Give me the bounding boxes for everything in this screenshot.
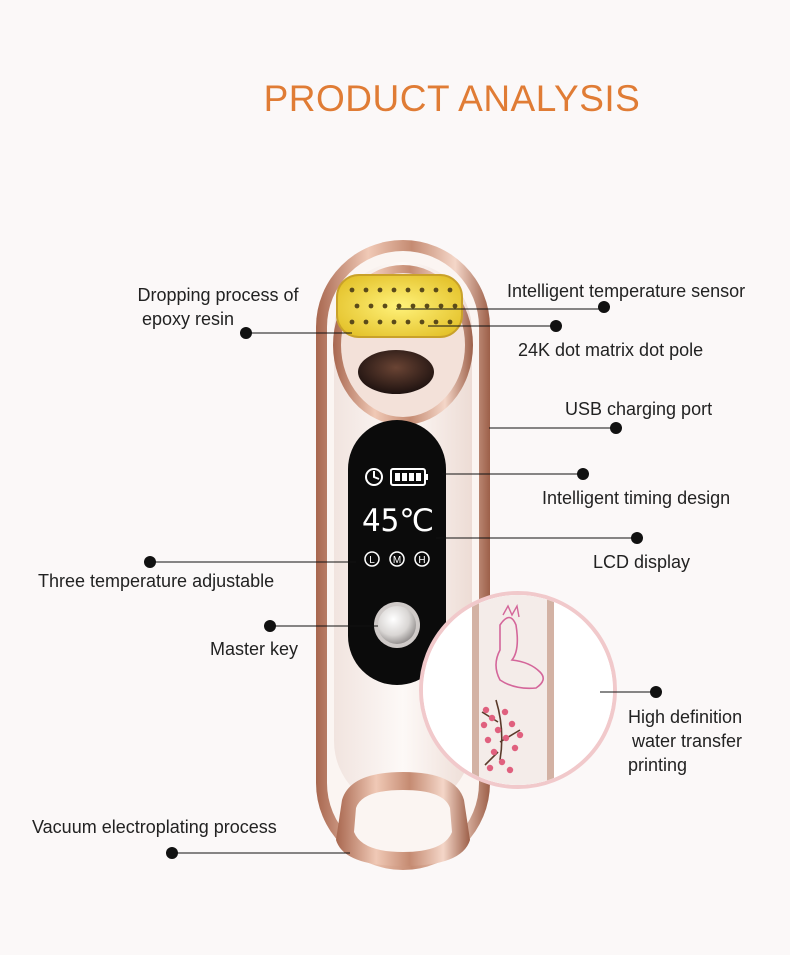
mode-mid: M bbox=[393, 555, 401, 566]
mode-high: H bbox=[418, 555, 425, 566]
dot-pole bbox=[382, 303, 388, 309]
dot-pole bbox=[447, 319, 453, 325]
blossom bbox=[486, 764, 494, 772]
clock-icon bbox=[365, 468, 383, 486]
blossom bbox=[501, 708, 509, 716]
blossom bbox=[494, 726, 502, 734]
dot-pole bbox=[405, 319, 411, 325]
dot-pole bbox=[433, 287, 439, 293]
dot-pole bbox=[363, 287, 369, 293]
dot-pole bbox=[419, 319, 425, 325]
blossom bbox=[502, 734, 510, 742]
dot-pole bbox=[391, 319, 397, 325]
dot-pole bbox=[368, 303, 374, 309]
blossom bbox=[516, 731, 524, 739]
dot-pole bbox=[433, 319, 439, 325]
blossom bbox=[508, 720, 516, 728]
dot-pole bbox=[354, 303, 360, 309]
mode-low: L bbox=[369, 555, 375, 566]
dot-pole bbox=[447, 287, 453, 293]
dot-pole bbox=[377, 319, 383, 325]
page-title: PRODUCT ANALYSIS bbox=[263, 78, 641, 119]
blossom bbox=[490, 748, 498, 756]
callout-hd-printing: High definition water transfer printing bbox=[628, 707, 743, 775]
callout-temp-sensor: Intelligent temperature sensor bbox=[507, 281, 746, 301]
callout-master-key: Master key bbox=[210, 639, 299, 659]
blossom bbox=[506, 766, 514, 774]
battery-icon bbox=[390, 468, 428, 486]
dot-pole bbox=[424, 303, 430, 309]
blossom bbox=[488, 714, 496, 722]
dot-pole bbox=[438, 303, 444, 309]
dot-pole bbox=[396, 303, 402, 309]
callout-dot-pole: 24K dot matrix dot pole bbox=[518, 340, 704, 360]
callout-vacuum: Vacuum electroplating process bbox=[32, 817, 277, 837]
lcd-panel: 45℃ L M H bbox=[348, 420, 446, 685]
callout-timing: Intelligent timing design bbox=[542, 488, 731, 508]
dot-pole bbox=[349, 287, 355, 293]
dot-pole bbox=[419, 287, 425, 293]
printing-zoom bbox=[419, 591, 617, 789]
callout-dots bbox=[144, 301, 662, 859]
dot-pole bbox=[349, 319, 355, 325]
dot-pole bbox=[363, 319, 369, 325]
dot-pole bbox=[410, 303, 416, 309]
temperature-readout: 45℃ bbox=[362, 503, 434, 539]
blossom bbox=[480, 721, 488, 729]
callout-three-temp: Three temperature adjustable bbox=[38, 571, 275, 591]
device-head bbox=[333, 265, 473, 425]
dot-pole bbox=[391, 287, 397, 293]
blossom bbox=[511, 744, 519, 752]
callout-lcd: LCD display bbox=[593, 552, 691, 572]
leader-lines bbox=[150, 308, 656, 854]
blossom bbox=[498, 758, 506, 766]
callout-epoxy: Dropping process of epoxy resin bbox=[137, 285, 299, 329]
blossom bbox=[482, 706, 490, 714]
blossom bbox=[484, 736, 492, 744]
dot-pole bbox=[405, 287, 411, 293]
dot-pole bbox=[377, 287, 383, 293]
callout-usb: USB charging port bbox=[565, 399, 713, 419]
dot-pole bbox=[452, 303, 458, 309]
